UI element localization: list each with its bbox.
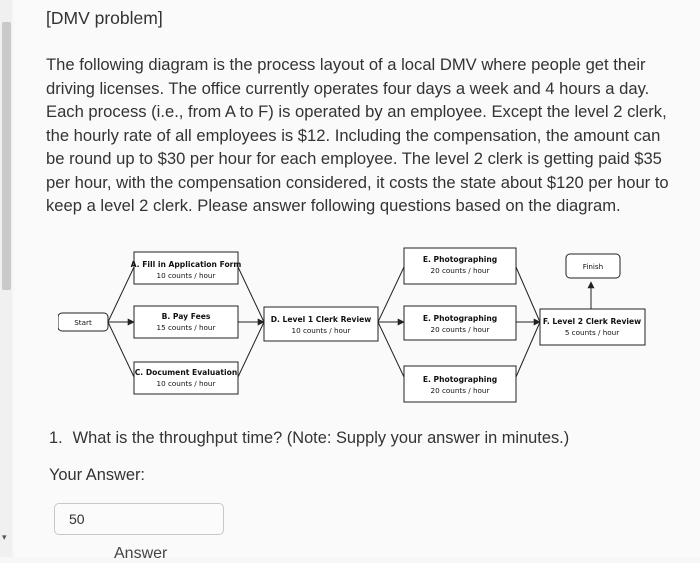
problem-description: The following diagram is the process lay…	[46, 55, 669, 215]
process-d-rate: 10 counts / hour	[292, 326, 351, 335]
answer-caption: Answer	[114, 545, 168, 562]
question-1: 1. What is the throughput time? (Note: Su…	[49, 429, 569, 448]
process-c-title: C. Document Evaluation	[135, 368, 238, 377]
process-e3-title: E. Photographing	[423, 375, 497, 384]
process-e3-rate: 20 counts / hour	[431, 386, 490, 395]
question-number: 1.	[49, 429, 63, 447]
left-scrollbar[interactable]: ▾	[0, 0, 12, 557]
process-e-box-top: E. Photographing 20 counts / hour	[403, 247, 517, 285]
question-card: [DMV problem] The following diagram is t…	[14, 0, 700, 562]
finish-label: Finish	[583, 262, 603, 271]
answer-input[interactable]	[54, 503, 224, 535]
process-a-box: A. Fill in Application Form 10 counts / …	[131, 251, 242, 285]
process-c-box: C. Document Evaluation 10 counts / hour	[133, 361, 239, 395]
process-d-box: D. Level 1 Clerk Review 10 counts / hour	[263, 306, 379, 342]
process-e2-rate: 20 counts / hour	[431, 325, 490, 334]
process-a-rate: 10 counts / hour	[157, 271, 216, 280]
process-b-rate: 15 counts / hour	[157, 323, 216, 332]
your-answer-label: Your Answer:	[49, 466, 145, 484]
problem-heading: [DMV problem]	[46, 8, 163, 28]
process-flow-lines	[107, 266, 595, 378]
process-e-box-middle: E. Photographing 20 counts / hour	[403, 305, 517, 341]
process-e-box-bottom: E. Photographing 20 counts / hour	[403, 365, 517, 403]
process-b-title: B. Pay Fees	[162, 312, 211, 321]
scroll-down-arrow-icon[interactable]: ▾	[2, 532, 7, 542]
process-f-box: F. Level 2 Clerk Review 5 counts / hour	[539, 308, 646, 346]
start-node: Start	[58, 312, 109, 332]
process-c-rate: 10 counts / hour	[157, 379, 216, 388]
process-diagram: Start A. Fill in Application Form 10 cou…	[58, 247, 646, 403]
question-text: What is the throughput time? (Note: Supp…	[72, 429, 570, 447]
process-a-title: A. Fill in Application Form	[131, 260, 242, 269]
start-label: Start	[74, 318, 92, 327]
finish-node: Finish	[565, 253, 621, 279]
process-e1-rate: 20 counts / hour	[431, 266, 490, 275]
process-f-title: F. Level 2 Clerk Review	[543, 317, 641, 326]
process-d-title: D. Level 1 Clerk Review	[271, 315, 372, 324]
process-e2-title: E. Photographing	[423, 314, 497, 323]
process-f-rate: 5 counts / hour	[565, 328, 619, 337]
process-e1-title: E. Photographing	[423, 255, 497, 264]
scrollbar-thumb[interactable]	[2, 22, 11, 290]
process-b-box: B. Pay Fees 15 counts / hour	[133, 305, 239, 339]
